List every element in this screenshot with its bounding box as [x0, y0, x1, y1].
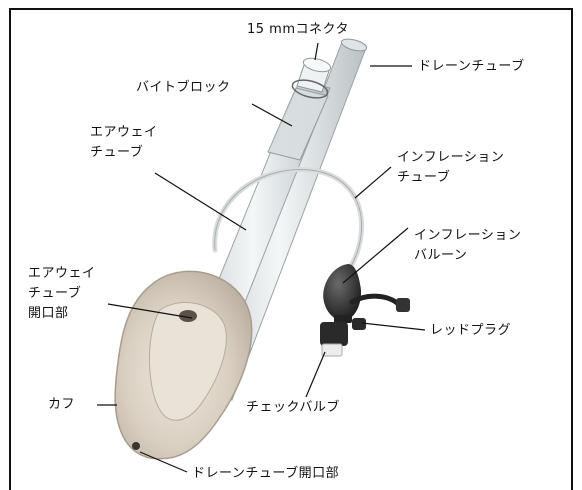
label-cuff: カフ: [48, 397, 76, 412]
label-airway-opening-line1: エアウェイ: [28, 266, 96, 281]
inflation-balloon-shape: [323, 264, 362, 323]
connector-shape: [291, 57, 332, 99]
label-inflation-tube: インフレーション チューブ: [397, 148, 504, 188]
label-drain-tube: ドレーンチューブ: [418, 59, 525, 74]
label-airway-opening-line3: 開口部: [28, 306, 69, 321]
label-inflation-balloon-line1: インフレーション: [414, 228, 522, 243]
leader-lines: [97, 42, 426, 473]
check-valve-shape: [320, 322, 348, 357]
label-bite-block: バイトブロック: [136, 80, 231, 95]
label-airway-tube-line2: チューブ: [90, 145, 144, 160]
label-airway-tube-line1: エアウェイ: [90, 125, 158, 140]
label-airway-opening-line2: チューブ: [28, 286, 82, 301]
label-drain-opening: ドレーンチューブ開口部: [192, 466, 340, 481]
label-inflation-tube-line1: インフレーション: [397, 150, 505, 165]
label-inflation-balloon: インフレーション バルーン: [414, 226, 521, 266]
label-check-valve: チェックバルブ: [246, 400, 340, 415]
label-inflation-tube-line2: チューブ: [397, 170, 451, 185]
label-inflation-balloon-line2: バルーン: [414, 248, 468, 263]
label-airway-tube: エアウェイ チューブ: [90, 123, 158, 163]
label-airway-opening: エアウェイ チューブ 開口部: [28, 264, 96, 324]
red-plug-shape: [349, 293, 410, 330]
cuff-shape: [114, 270, 253, 460]
label-connector-15mm: 15 mmコネクタ: [247, 22, 349, 37]
figure-frame: [9, 8, 573, 490]
label-red-plug: レッドプラグ: [430, 323, 512, 338]
